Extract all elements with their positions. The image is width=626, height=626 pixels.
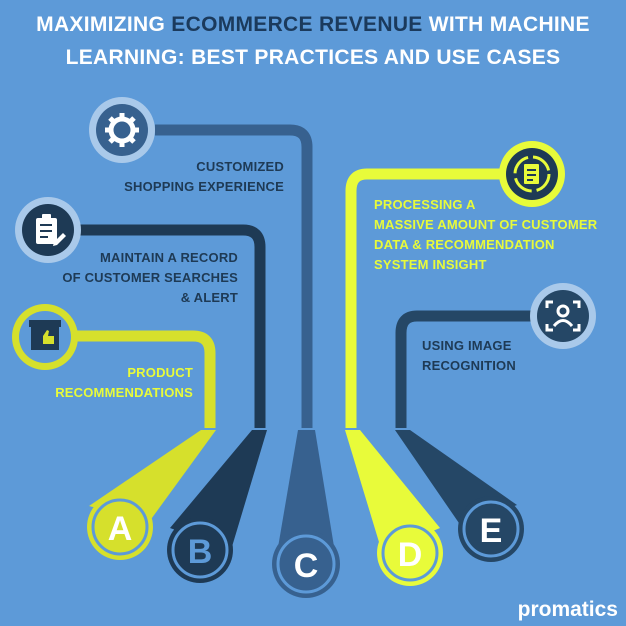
- clipboard-edit-icon: [36, 214, 66, 246]
- title-part-2: WITH MACHINE: [428, 13, 590, 36]
- document-refresh-icon: [513, 155, 551, 193]
- badge-b: [15, 197, 81, 263]
- label-d-line-2: MASSIVE AMOUNT OF CUSTOMER: [374, 217, 598, 232]
- label-a-line-1: PRODUCT: [127, 365, 193, 380]
- label-d: PROCESSING A MASSIVE AMOUNT OF CUSTOMER …: [374, 195, 619, 275]
- circle-a: A: [87, 494, 153, 560]
- title-line-1: MAXIMIZING ECOMMERCE REVENUE WITH MACHIN…: [0, 8, 626, 41]
- brand-logo: promatics: [517, 598, 618, 621]
- label-b-line-1: MAINTAIN A RECORD: [100, 250, 238, 265]
- circle-c: C: [272, 530, 340, 598]
- label-d-line-3: DATA & RECOMMENDATION: [374, 237, 555, 252]
- badge-d: [499, 141, 565, 207]
- label-c-line-1: CUSTOMIZED: [196, 159, 284, 174]
- label-b: MAINTAIN A RECORD OF CUSTOMER SEARCHES &…: [48, 248, 238, 308]
- connector-line-e: [395, 310, 560, 428]
- label-d-line-1: PROCESSING A: [374, 197, 476, 212]
- label-c-line-2: SHOPPING EXPERIENCE: [124, 179, 284, 194]
- letter-c: C: [294, 547, 319, 585]
- title-part-1: MAXIMIZING: [36, 13, 166, 36]
- store-thumbs-up-icon: [29, 320, 61, 350]
- face-scan-icon: [545, 300, 581, 332]
- connector-line-a: [70, 330, 216, 428]
- label-d-line-4: SYSTEM INSIGHT: [374, 257, 487, 272]
- connector-line-b: [80, 224, 266, 428]
- letter-e: E: [480, 512, 503, 550]
- circle-b: B: [167, 517, 233, 583]
- label-e: USING IMAGE RECOGNITION: [422, 336, 572, 376]
- connector-line-d: [345, 168, 530, 428]
- page-title: MAXIMIZING ECOMMERCE REVENUE WITH MACHIN…: [0, 8, 626, 74]
- label-c: CUSTOMIZED SHOPPING EXPERIENCE: [116, 157, 284, 197]
- label-a-line-2: RECOMMENDATIONS: [55, 385, 193, 400]
- circle-d: D: [377, 520, 443, 586]
- tail-c: [275, 430, 337, 565]
- letter-b: B: [188, 533, 213, 571]
- label-b-line-2: OF CUSTOMER SEARCHES: [62, 270, 238, 285]
- circle-e: E: [458, 496, 524, 562]
- gear-wrench-icon: [105, 113, 139, 147]
- badge-e: [530, 283, 596, 349]
- connector-line-c: [155, 124, 313, 428]
- label-e-line-2: RECOGNITION: [422, 358, 516, 373]
- letter-a: A: [108, 510, 133, 548]
- badge-a: [12, 304, 78, 370]
- label-e-line-1: USING IMAGE: [422, 338, 512, 353]
- badge-c: [89, 97, 155, 163]
- title-highlight: ECOMMERCE REVENUE: [171, 13, 423, 36]
- label-b-line-3: & ALERT: [180, 290, 238, 305]
- title-line-2: LEARNING: BEST PRACTICES AND USE CASES: [65, 46, 561, 69]
- label-a: PRODUCT RECOMMENDATIONS: [40, 363, 193, 403]
- letter-d: D: [398, 536, 423, 574]
